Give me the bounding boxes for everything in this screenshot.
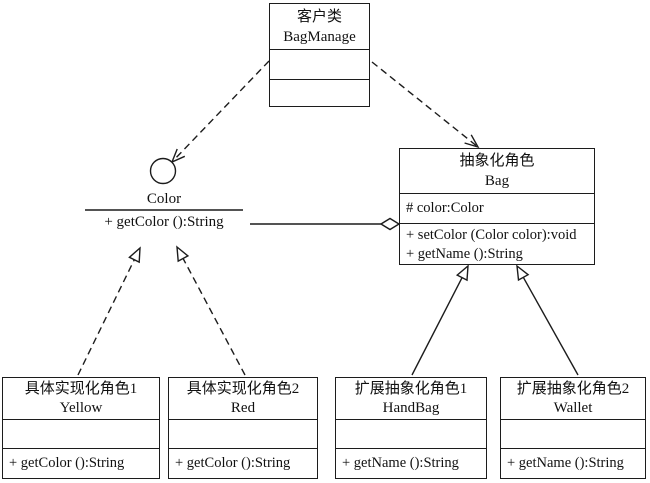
class-stereotype: 扩展抽象化角色1 (354, 380, 468, 397)
generalization-wallet-line (522, 276, 579, 376)
attributes-compartment (336, 419, 486, 448)
interface-name: Color (146, 191, 182, 207)
class-name: HandBag (382, 399, 440, 416)
hollow-triangle-arrowhead-icon (516, 264, 530, 282)
attributes-compartment (3, 419, 159, 448)
title-compartment: 扩展抽象化角色2 Wallet (501, 378, 645, 419)
operation: + getColor ():String (9, 455, 125, 471)
attributes-compartment (270, 49, 369, 79)
dependency-client-to-color-line (171, 60, 270, 163)
class-yellow: 具体实现化角色1 Yellow + getColor ():String (2, 377, 160, 479)
operation: + getColor ():String (175, 455, 291, 471)
class-handbag: 扩展抽象化角色1 HandBag + getName ():String (335, 377, 487, 479)
class-stereotype: 抽象化角色 (459, 153, 535, 170)
operation: + getName ():String (342, 455, 459, 471)
realization-yellow-line (77, 259, 135, 376)
attributes-compartment (501, 419, 645, 448)
class-wallet: 扩展抽象化角色2 Wallet + getName ():String (500, 377, 646, 479)
operation: + getName ():String (406, 246, 523, 262)
class-name: Red (230, 399, 256, 416)
operations-compartment: + getName ():String (501, 448, 645, 478)
realization-red-line (182, 258, 246, 376)
attributes-compartment: # color:Color (400, 193, 594, 223)
operation: + setColor (Color color):void (406, 227, 577, 243)
operations-compartment: + getName ():String (336, 448, 486, 478)
class-stereotype: 具体实现化角色2 (186, 380, 300, 397)
generalization-handbag-line (411, 277, 463, 376)
dependency-client-to-bag-line (371, 61, 479, 148)
interface-lollipop-circle (149, 157, 177, 185)
attribute: # color:Color (406, 200, 484, 217)
class-client: 客户类 BagManage (269, 3, 370, 107)
class-name: Yellow (59, 399, 103, 416)
operations-compartment: + getColor ():String (3, 448, 159, 478)
title-compartment: 抽象化角色 Bag (400, 149, 594, 193)
class-stereotype: 具体实现化角色1 (24, 380, 138, 397)
class-stereotype: 扩展抽象化角色2 (516, 380, 630, 397)
open-arrowhead-icon (464, 134, 480, 149)
class-name: BagManage (283, 28, 356, 45)
class-name: Bag (484, 173, 510, 190)
class-red: 具体实现化角色2 Red + getColor ():String (168, 377, 318, 479)
aggregation-diamond-icon (379, 217, 401, 231)
operations-compartment: + setColor (Color color):void + getName … (400, 223, 594, 264)
title-compartment: 具体实现化角色2 Red (169, 378, 317, 419)
class-bag: 抽象化角色 Bag # color:Color + setColor (Colo… (399, 148, 595, 265)
operation: + getName ():String (507, 455, 624, 471)
title-compartment: 扩展抽象化角色1 HandBag (336, 378, 486, 419)
operations-compartment: + getColor ():String (169, 448, 317, 478)
hollow-triangle-arrowhead-icon (455, 264, 469, 282)
hollow-triangle-arrowhead-icon (176, 245, 190, 263)
operations-compartment (270, 79, 369, 106)
class-stereotype: 客户类 (296, 8, 342, 25)
title-compartment: 客户类 BagManage (270, 4, 369, 49)
interface-operation: + getColor ():String (104, 214, 224, 230)
hollow-triangle-arrowhead-icon (128, 246, 141, 264)
attributes-compartment (169, 419, 317, 448)
class-name: Wallet (553, 399, 593, 416)
title-compartment: 具体实现化角色1 Yellow (3, 378, 159, 419)
